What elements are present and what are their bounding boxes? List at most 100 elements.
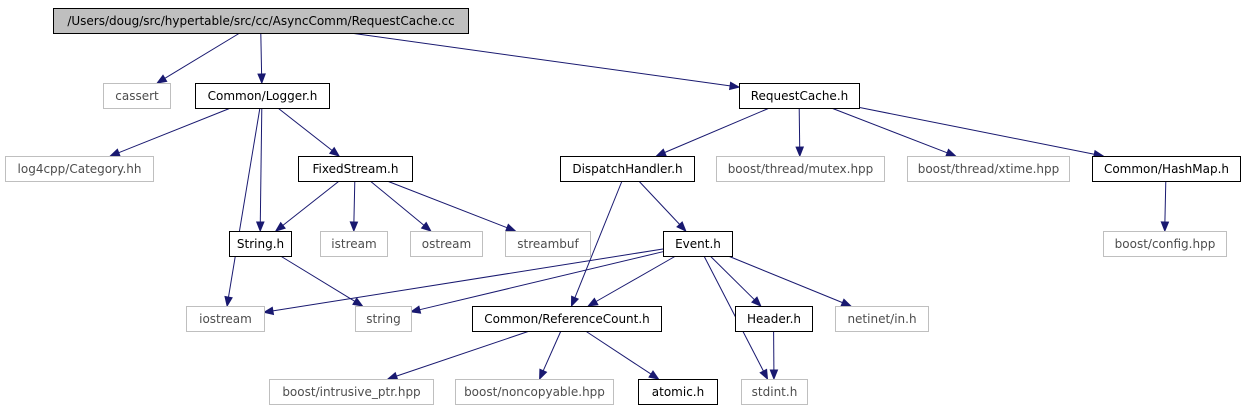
arrowhead — [156, 74, 168, 84]
node-streambuf: streambuf — [505, 231, 591, 257]
arrowhead — [420, 221, 432, 232]
node-box — [455, 379, 614, 405]
node-logger[interactable]: Common/Logger.h — [195, 83, 330, 109]
node-atomic[interactable]: atomic.h — [638, 379, 718, 405]
node-label: streambuf — [517, 237, 579, 251]
edge-string_h-to-string — [280, 255, 364, 307]
node-box — [739, 83, 860, 109]
node-box — [5, 156, 154, 182]
node-label: DispatchHandler.h — [572, 162, 682, 176]
edge-logger-to-iostream — [224, 107, 261, 308]
node-box — [53, 8, 469, 34]
edge-main-to-cassert — [156, 32, 241, 84]
arrowhead — [255, 221, 265, 233]
edge-line — [396, 330, 530, 377]
node-mutex: boost/thread/mutex.hpp — [716, 156, 885, 182]
arrowhead — [587, 297, 599, 307]
node-box — [741, 379, 808, 405]
node-label: String.h — [237, 237, 284, 251]
node-ostream: ostream — [410, 231, 483, 257]
edge-header-to-stdint — [769, 330, 779, 381]
edge-event-to-iostream — [262, 248, 664, 316]
node-refcount[interactable]: Common/ReferenceCount.h — [472, 306, 662, 332]
arrowhead — [352, 297, 364, 307]
node-label: boost/thread/xtime.hpp — [918, 162, 1060, 176]
node-label: istream — [331, 237, 376, 251]
arrowhead — [504, 223, 517, 232]
edge-main-to-logger — [257, 32, 266, 85]
node-stdint: stdint.h — [741, 379, 808, 405]
node-event[interactable]: Event.h — [663, 231, 733, 257]
node-label: boost/thread/mutex.hpp — [728, 162, 874, 176]
node-config: boost/config.hpp — [1103, 231, 1227, 257]
node-dispatch[interactable]: DispatchHandler.h — [560, 156, 695, 182]
edge-line — [858, 106, 1095, 155]
edge-line — [259, 107, 263, 223]
node-label: Event.h — [675, 237, 721, 251]
arrowhead — [262, 306, 275, 316]
edge-refcount-to-intrusive — [386, 330, 530, 381]
edge-event-to-netinet — [728, 255, 853, 307]
arrowhead — [109, 148, 121, 157]
arrowhead — [274, 221, 286, 232]
node-box — [320, 231, 388, 257]
node-box — [1103, 231, 1227, 257]
node-box — [269, 379, 434, 405]
edge-line — [1164, 180, 1167, 223]
node-box — [298, 156, 413, 182]
node-hashmap[interactable]: Common/HashMap.h — [1092, 156, 1241, 182]
edge-line — [118, 107, 231, 154]
arrowhead — [409, 305, 422, 314]
arrowhead — [257, 73, 266, 85]
edge-line — [350, 32, 731, 87]
node-box — [835, 306, 929, 332]
node-istream: istream — [320, 231, 388, 257]
edge-line — [542, 330, 562, 372]
arrowhead — [769, 369, 779, 381]
edge-fixedstream-to-ostream — [369, 180, 432, 232]
node-label: Common/HashMap.h — [1104, 162, 1229, 176]
node-string-h[interactable]: String.h — [229, 231, 292, 257]
node-box — [505, 231, 591, 257]
edge-line — [585, 330, 652, 375]
node-main[interactable]: /Users/doug/src/hypertable/src/cc/AsyncC… — [53, 8, 469, 34]
node-label: netinet/in.h — [847, 312, 916, 326]
node-box — [355, 306, 412, 332]
arrowhead — [648, 370, 660, 380]
node-label: stdint.h — [752, 385, 798, 399]
edge-layer — [109, 32, 1170, 381]
edge-hashmap-to-config — [1160, 180, 1170, 233]
edge-fixedstream-to-string_h — [274, 180, 340, 232]
arrowhead — [224, 295, 233, 308]
edge-line — [831, 107, 948, 154]
node-label: boost/config.hpp — [1115, 237, 1216, 251]
edge-event-to-refcount — [587, 255, 676, 307]
node-requestcache-h[interactable]: RequestCache.h — [739, 83, 860, 109]
node-header[interactable]: Header.h — [735, 306, 813, 332]
node-iostream: iostream — [186, 306, 265, 332]
node-box — [472, 306, 662, 332]
node-box — [186, 306, 265, 332]
node-box — [735, 306, 813, 332]
node-fixedstream[interactable]: FixedStream.h — [298, 156, 413, 182]
node-label: Header.h — [747, 312, 801, 326]
node-intrusive: boost/intrusive_ptr.hpp — [269, 379, 434, 405]
arrowhead — [751, 296, 762, 307]
edge-line — [369, 180, 425, 226]
node-label: atomic.h — [652, 385, 704, 399]
edge-line — [164, 32, 241, 79]
arrowhead — [840, 298, 853, 307]
edge-dispatch-to-event — [638, 180, 687, 232]
node-label: RequestCache.h — [751, 89, 848, 103]
node-label: iostream — [199, 312, 252, 326]
edge-line — [638, 180, 680, 225]
edge-main-to-requestcache_h — [350, 32, 741, 91]
edge-line — [277, 107, 333, 151]
edge-line — [703, 255, 764, 372]
node-label: Common/Logger.h — [208, 89, 318, 103]
arrowhead — [729, 81, 741, 91]
node-label: cassert — [115, 89, 159, 103]
arrowhead — [539, 368, 548, 381]
edge-line — [260, 32, 263, 75]
